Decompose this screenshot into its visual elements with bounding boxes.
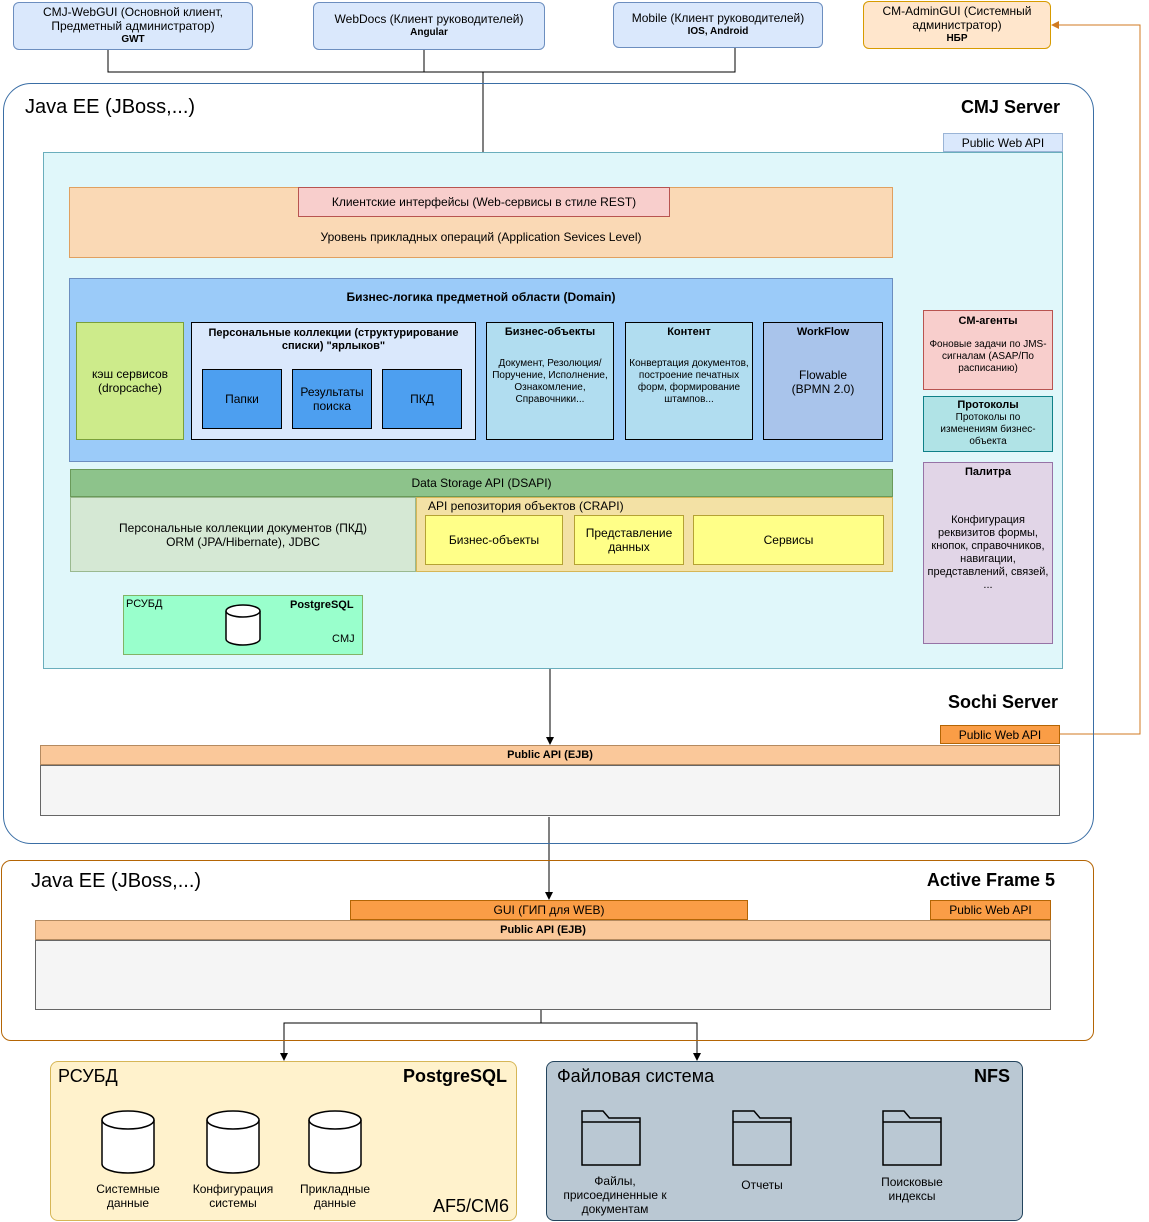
crapi-business-objects: Бизнес-объекты xyxy=(425,515,563,565)
cmj-platform-label: Java EE (JBoss,...) xyxy=(25,96,196,118)
system-config-label: Конфигурация системы xyxy=(192,1182,274,1210)
app-data-db-icon xyxy=(308,1110,362,1174)
app-data-label: Прикладные данные xyxy=(300,1182,370,1210)
search-index-label: Поисковые индексы xyxy=(881,1175,943,1203)
cmj-public-web-api: Public Web API xyxy=(943,133,1063,152)
client-webdocs: WebDocs (Клиент руководителей) Angular xyxy=(313,2,545,50)
attached-files-folder-icon xyxy=(581,1110,641,1166)
cmj-server-container xyxy=(3,83,1094,844)
cmj-server-title: CMJ Server xyxy=(960,97,1060,117)
pkd-box: ПКД xyxy=(382,369,462,429)
crapi-views: Представление данных xyxy=(574,515,684,565)
pg-storage-name-label: AF5/CM6 xyxy=(432,1196,509,1216)
client-webgui: CMJ-WebGUI (Основной клиент, Предметный … xyxy=(13,2,253,50)
dsapi-layer: Data Storage API (DSAPI) xyxy=(70,469,893,497)
fs-label: Файловая система xyxy=(557,1066,715,1086)
af5-container xyxy=(1,860,1094,1041)
business-objects-title: Бизнес-объекты xyxy=(504,325,596,338)
af5-public-web-api: Public Web API xyxy=(930,900,1051,920)
search-index-folder-icon xyxy=(882,1110,942,1166)
client-admingui-title: CM-AdminGUI (Системный администратор) xyxy=(882,4,1032,32)
system-config-db-icon xyxy=(206,1110,260,1174)
system-data-db-icon xyxy=(101,1110,155,1174)
af5-platform-label: Java EE (JBoss,...) xyxy=(31,870,202,892)
system-data-label: Системные данные xyxy=(96,1182,160,1210)
palette-text: Конфигурация реквизитов формы, кнопок, с… xyxy=(927,514,1049,591)
client-mobile-tech: IOS, Android xyxy=(687,26,749,37)
pkd-orm: Персональные коллекции документов (ПКД) … xyxy=(70,497,416,572)
protocols-box xyxy=(923,396,1053,452)
cmj-db-engine-label: PostgreSQL xyxy=(290,599,354,611)
pg-storage-rdbms-label: РСУБД xyxy=(58,1066,118,1086)
client-webdocs-tech: Angular xyxy=(410,27,448,38)
palette-box xyxy=(923,462,1053,644)
business-objects-domain xyxy=(486,322,614,440)
pg-storage-engine-label: PostgreSQL xyxy=(402,1066,507,1086)
crapi-services: Сервисы xyxy=(693,515,884,565)
content-title: Контент xyxy=(667,325,711,338)
cache-services: кэш сервисов (dropcache) xyxy=(76,322,184,440)
cm-agents xyxy=(923,310,1053,390)
client-webdocs-title: WebDocs (Клиент руководителей) xyxy=(334,12,524,26)
workflow-title: WorkFlow xyxy=(796,325,850,338)
client-admingui: CM-AdminGUI (Системный администратор) НБ… xyxy=(863,1,1051,49)
search-results-box: Результаты поиска xyxy=(292,369,372,429)
client-mobile-title: Mobile (Клиент руководителей) xyxy=(631,11,805,25)
client-webgui-title: CMJ-WebGUI (Основной клиент, Предметный … xyxy=(42,5,224,33)
client-mobile: Mobile (Клиент руководителей) IOS, Andro… xyxy=(613,2,823,48)
protocols-title: Протоколы xyxy=(957,398,1019,411)
app-services-label: Уровень прикладных операций (Application… xyxy=(320,230,642,244)
crapi-title: API репозитория объектов (CRAPI) xyxy=(428,499,624,513)
reports-folder-icon xyxy=(732,1110,792,1166)
cmj-database-icon xyxy=(225,604,261,646)
sochi-body xyxy=(40,765,1060,816)
domain-title: Бизнес-логика предметной области (Domain… xyxy=(346,290,616,304)
client-webgui-tech: GWT xyxy=(121,34,145,45)
attached-files-label: Файлы, присоединенные к документам xyxy=(563,1174,667,1216)
client-admingui-tech: НБР xyxy=(946,33,968,44)
af5-gui: GUI (ГИП для WEB) xyxy=(350,900,748,920)
fs-engine-label: NFS xyxy=(974,1066,1010,1086)
business-objects-text: Документ, Резолюция/ Поручение, Исполнен… xyxy=(492,358,608,405)
content-text: Конвертация документов, построение печат… xyxy=(629,358,749,405)
folders-box: Папки xyxy=(202,369,282,429)
cmj-db-rdbms-label: РСУБД xyxy=(126,598,163,610)
palette-title: Палитра xyxy=(965,465,1011,478)
cmj-db-name-label: CMJ xyxy=(332,633,355,645)
workflow-domain xyxy=(763,322,883,440)
content-domain xyxy=(625,322,753,440)
workflow-text: Flowable (BPMN 2.0) xyxy=(791,368,855,396)
protocols-text: Протоколы по изменениям бизнес-объекта xyxy=(940,412,1036,447)
sochi-public-web-api: Public Web API xyxy=(940,725,1060,744)
sochi-server-title: Sochi Server xyxy=(947,692,1058,712)
cm-agents-text: Фоновые задачи по JMS-сигналам (ASAP/По … xyxy=(929,339,1047,374)
personal-collections-title: Персональные коллекции (структурирование… xyxy=(208,327,459,352)
af5-public-api: Public API (EJB) xyxy=(35,920,1051,940)
sochi-public-api: Public API (EJB) xyxy=(40,745,1060,765)
reports-label: Отчеты xyxy=(741,1178,783,1192)
cm-agents-title: CM-агенты xyxy=(958,314,1018,327)
client-interfaces-rest: Клиентские интерфейсы (Web-сервисы в сти… xyxy=(298,187,670,217)
af5-body xyxy=(35,940,1051,1010)
af5-title: Active Frame 5 xyxy=(926,870,1055,890)
